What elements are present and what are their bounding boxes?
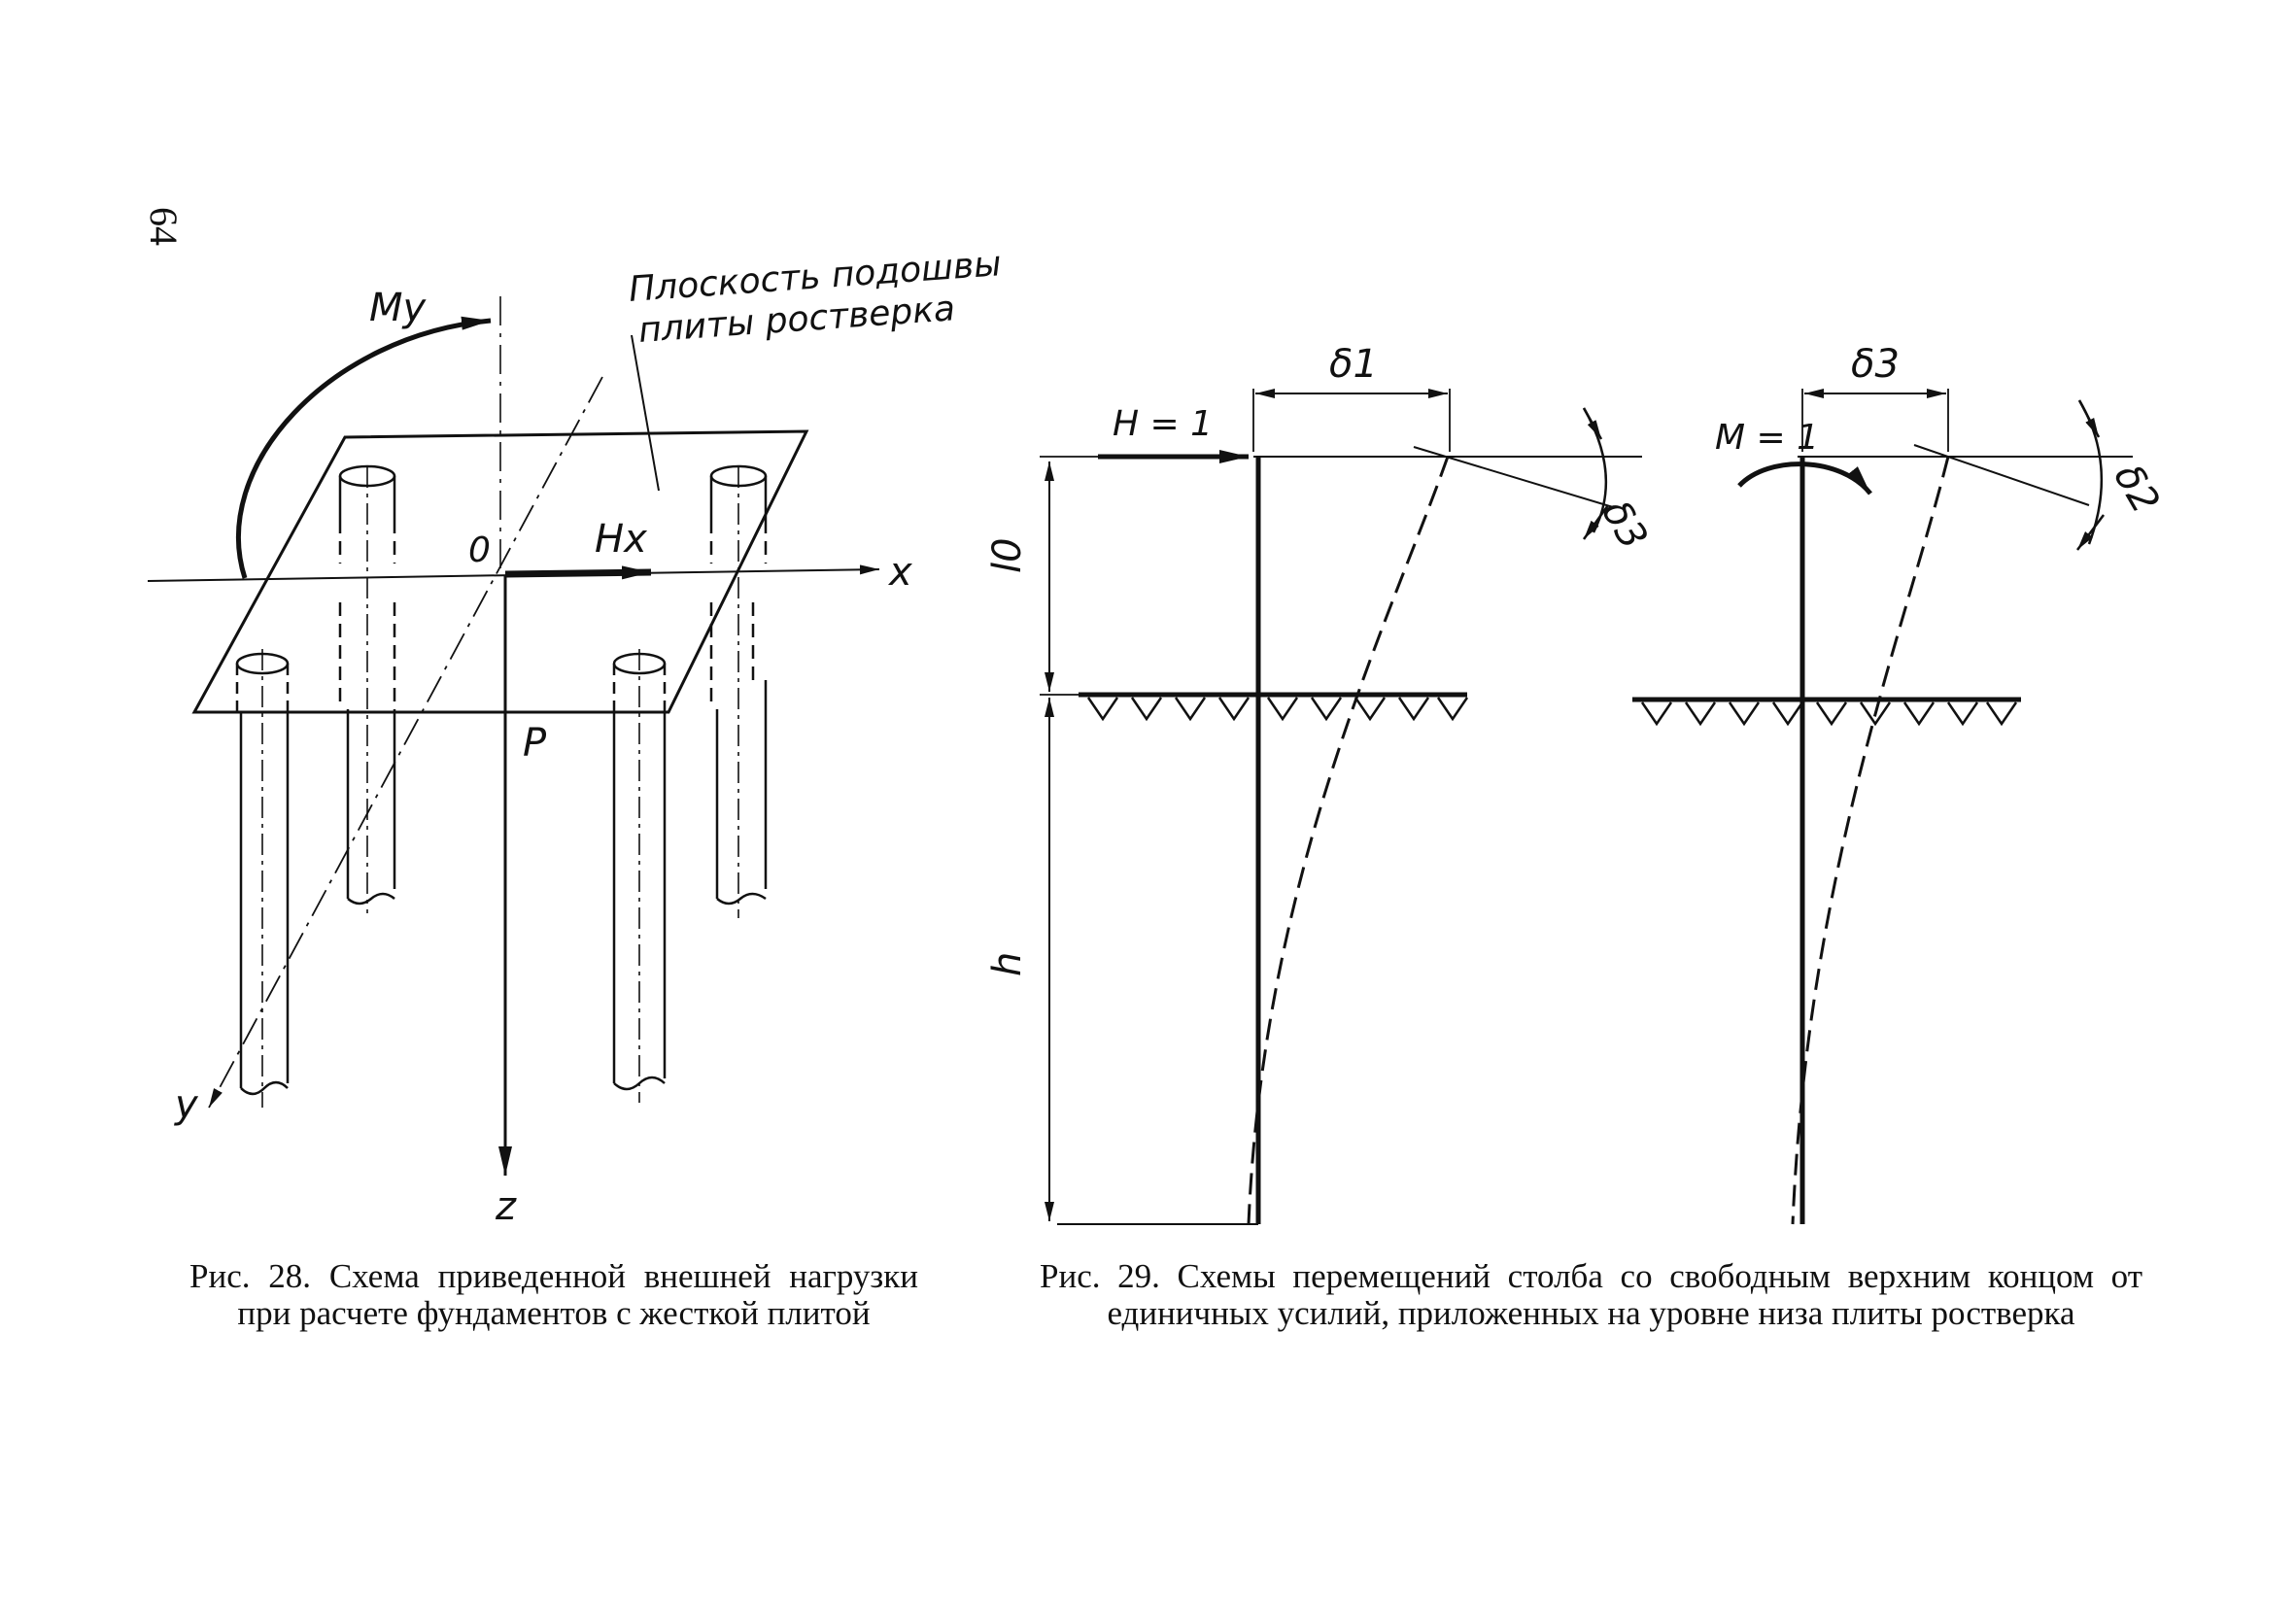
figure-29-left-labels: H = 1 δ1 δ3 l0 h <box>985 342 1656 976</box>
figure-28 <box>147 296 880 1176</box>
plane-leader-line <box>631 334 660 492</box>
figure-29-right <box>1632 389 2133 1225</box>
label-axis-y: y <box>174 1082 199 1127</box>
figure-29-right-labels: M = 1 δ3 δ2 <box>1715 342 2168 521</box>
label-my: My <box>369 286 428 330</box>
figure-29-caption: Рис. 29. Схемы перемещений столба со сво… <box>1040 1257 2142 1332</box>
label-hx: Hx <box>595 517 647 562</box>
pile-back-left <box>338 464 396 913</box>
force-hx-arrow <box>504 565 652 580</box>
label-h: h <box>985 952 1030 976</box>
axis-y-line <box>208 376 603 1109</box>
pile-front-left <box>235 649 290 1108</box>
label-m1: M = 1 <box>1715 418 1819 458</box>
pile-right-deflected <box>1791 456 1950 1225</box>
label-delta3-left: δ3 <box>1593 493 1656 557</box>
label-axis-x: x <box>887 550 912 595</box>
figure-28-labels: My Плоскость подошвы плиты ростверка 0 H… <box>174 244 1003 1229</box>
pile-back-right <box>709 464 768 918</box>
label-axis-z: z <box>495 1184 517 1229</box>
label-origin: 0 <box>468 530 491 570</box>
label-h1: H = 1 <box>1113 404 1213 444</box>
label-l0: l0 <box>985 537 1030 573</box>
label-delta3-right: δ3 <box>1851 342 1900 387</box>
figure-29-left <box>1040 389 1642 1225</box>
label-p: P <box>523 721 547 766</box>
label-delta2: δ2 <box>2105 457 2168 521</box>
figure-28-caption: Рис. 28. Схема приведенной внешней нагру… <box>189 1257 918 1332</box>
pile-front-right <box>612 649 667 1103</box>
label-delta1: δ1 <box>1329 342 1378 387</box>
moment-my-arrow <box>236 316 492 579</box>
pile-left-deflected <box>1247 456 1450 1225</box>
foundation-plate <box>191 429 809 714</box>
